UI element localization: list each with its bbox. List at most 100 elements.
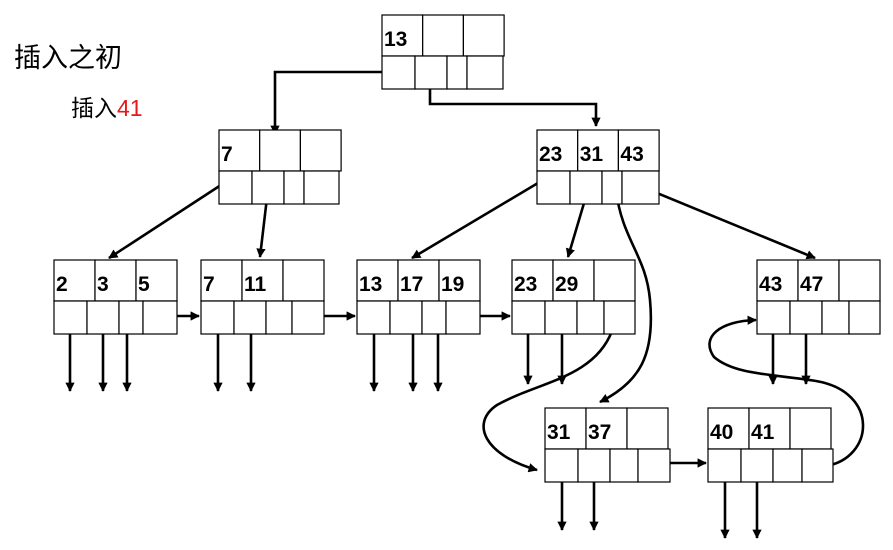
- pointer-cell: [233, 300, 267, 335]
- key-label: 43: [759, 273, 782, 296]
- pointer-cell: [118, 300, 144, 335]
- pointer-cell: [801, 448, 834, 483]
- key-label: 13: [359, 273, 382, 296]
- key-cell: [397, 259, 440, 302]
- pointer-cell: [544, 300, 578, 335]
- pointer-cell: [303, 170, 340, 205]
- key-label: 23: [514, 273, 537, 296]
- pointer-cell: [356, 300, 391, 335]
- pointer-cell: [577, 448, 611, 483]
- key-label: 13: [384, 28, 407, 51]
- key-cell: [135, 259, 178, 302]
- pointer-cell: [389, 300, 423, 335]
- key-cell: [381, 14, 424, 57]
- pointer-cell: [200, 300, 235, 335]
- pointer-cell: [536, 170, 571, 205]
- pointer-cell: [621, 170, 660, 205]
- pointer-cell: [421, 300, 447, 335]
- key-cell: [282, 259, 325, 302]
- key-cell: [94, 259, 137, 302]
- key-cell: [241, 259, 284, 302]
- pointer-cell: [53, 300, 88, 335]
- key-cell: [838, 259, 881, 302]
- pointer-cell: [576, 300, 605, 335]
- pointer-cell: [86, 300, 120, 335]
- key-label: 43: [620, 143, 643, 166]
- edge-inner-left-to-leaf-1: [108, 183, 222, 260]
- pointer-cell: [142, 300, 178, 335]
- key-label: 23: [539, 143, 562, 166]
- key-label: 37: [588, 421, 611, 444]
- edge-root-to-inner-left: [270, 70, 383, 135]
- key-cell: [593, 259, 636, 302]
- pointer-cell: [381, 55, 416, 90]
- key-label: 3: [97, 273, 109, 296]
- key-label: 29: [555, 273, 578, 296]
- pointer-cell: [466, 55, 504, 90]
- pointer-cell: [772, 448, 803, 483]
- edge-inner-right-to-leaf-3: [411, 181, 539, 260]
- key-cell: [422, 14, 465, 57]
- key-label: 47: [800, 273, 823, 296]
- pointer-cell: [848, 300, 881, 335]
- key-label: 41: [751, 421, 775, 444]
- key-cell: [626, 407, 669, 450]
- pointer-cell: [603, 300, 636, 335]
- key-cell: [544, 407, 587, 450]
- pointer-cell: [251, 170, 285, 205]
- pointer-cell: [414, 55, 448, 90]
- node-inner-left: 7: [218, 129, 342, 205]
- pointer-cell: [821, 300, 850, 335]
- pointer-cell: [637, 448, 671, 483]
- tree-edges: [65, 70, 865, 539]
- node-leaf-2: 7 11: [200, 259, 325, 335]
- node-leaf-5: 43 47: [756, 259, 881, 335]
- node-root: 13: [381, 14, 505, 90]
- key-label: 17: [400, 273, 423, 296]
- pointer-cell: [789, 300, 823, 335]
- key-label: 19: [441, 273, 464, 296]
- node-inner-right: 23 31 43: [536, 129, 660, 205]
- node-leaf-4: 23 29: [511, 259, 636, 335]
- pointer-cell: [283, 170, 305, 205]
- edge-inner-right-to-leaf-5: [634, 182, 816, 260]
- key-cell: [511, 259, 554, 302]
- page-title: 插入之初: [14, 43, 122, 74]
- key-cell: [356, 259, 399, 302]
- node-leaf-3: 13 17 19: [356, 259, 481, 335]
- pointer-cell: [218, 170, 253, 205]
- key-cell: [200, 259, 243, 302]
- pointer-cell: [740, 448, 774, 483]
- pointer-cell: [445, 300, 481, 335]
- insert-caption: 插入41: [71, 89, 143, 123]
- key-label: 31: [580, 143, 604, 166]
- node-leaf-7: 40 41: [707, 407, 834, 483]
- pointer-cell: [756, 300, 791, 335]
- key-label: 11: [244, 273, 267, 296]
- key-cell: [462, 14, 505, 57]
- edge-root-to-inner-right: [428, 89, 601, 127]
- node-leaf-6: 31 37: [544, 407, 671, 483]
- pointer-cell: [569, 170, 603, 205]
- key-label: 7: [203, 273, 215, 296]
- key-cell: [707, 407, 750, 450]
- pointer-cell: [609, 448, 639, 483]
- key-cell: [299, 129, 342, 172]
- key-cell: [259, 129, 302, 172]
- key-cell: [536, 129, 579, 172]
- pointer-cell: [511, 300, 546, 335]
- insert-caption-prefix: 插入: [71, 96, 117, 122]
- pointer-cell: [601, 170, 623, 205]
- pointer-cell: [544, 448, 579, 483]
- key-label: 40: [710, 421, 733, 444]
- edge-leaf-4-to-leaf-6: [482, 330, 614, 473]
- key-label: 31: [547, 421, 571, 444]
- key-label: 2: [56, 273, 68, 296]
- pointer-cell: [707, 448, 742, 483]
- pointer-cell: [291, 300, 325, 335]
- insert-value: 41: [117, 95, 143, 121]
- key-cell: [789, 407, 832, 450]
